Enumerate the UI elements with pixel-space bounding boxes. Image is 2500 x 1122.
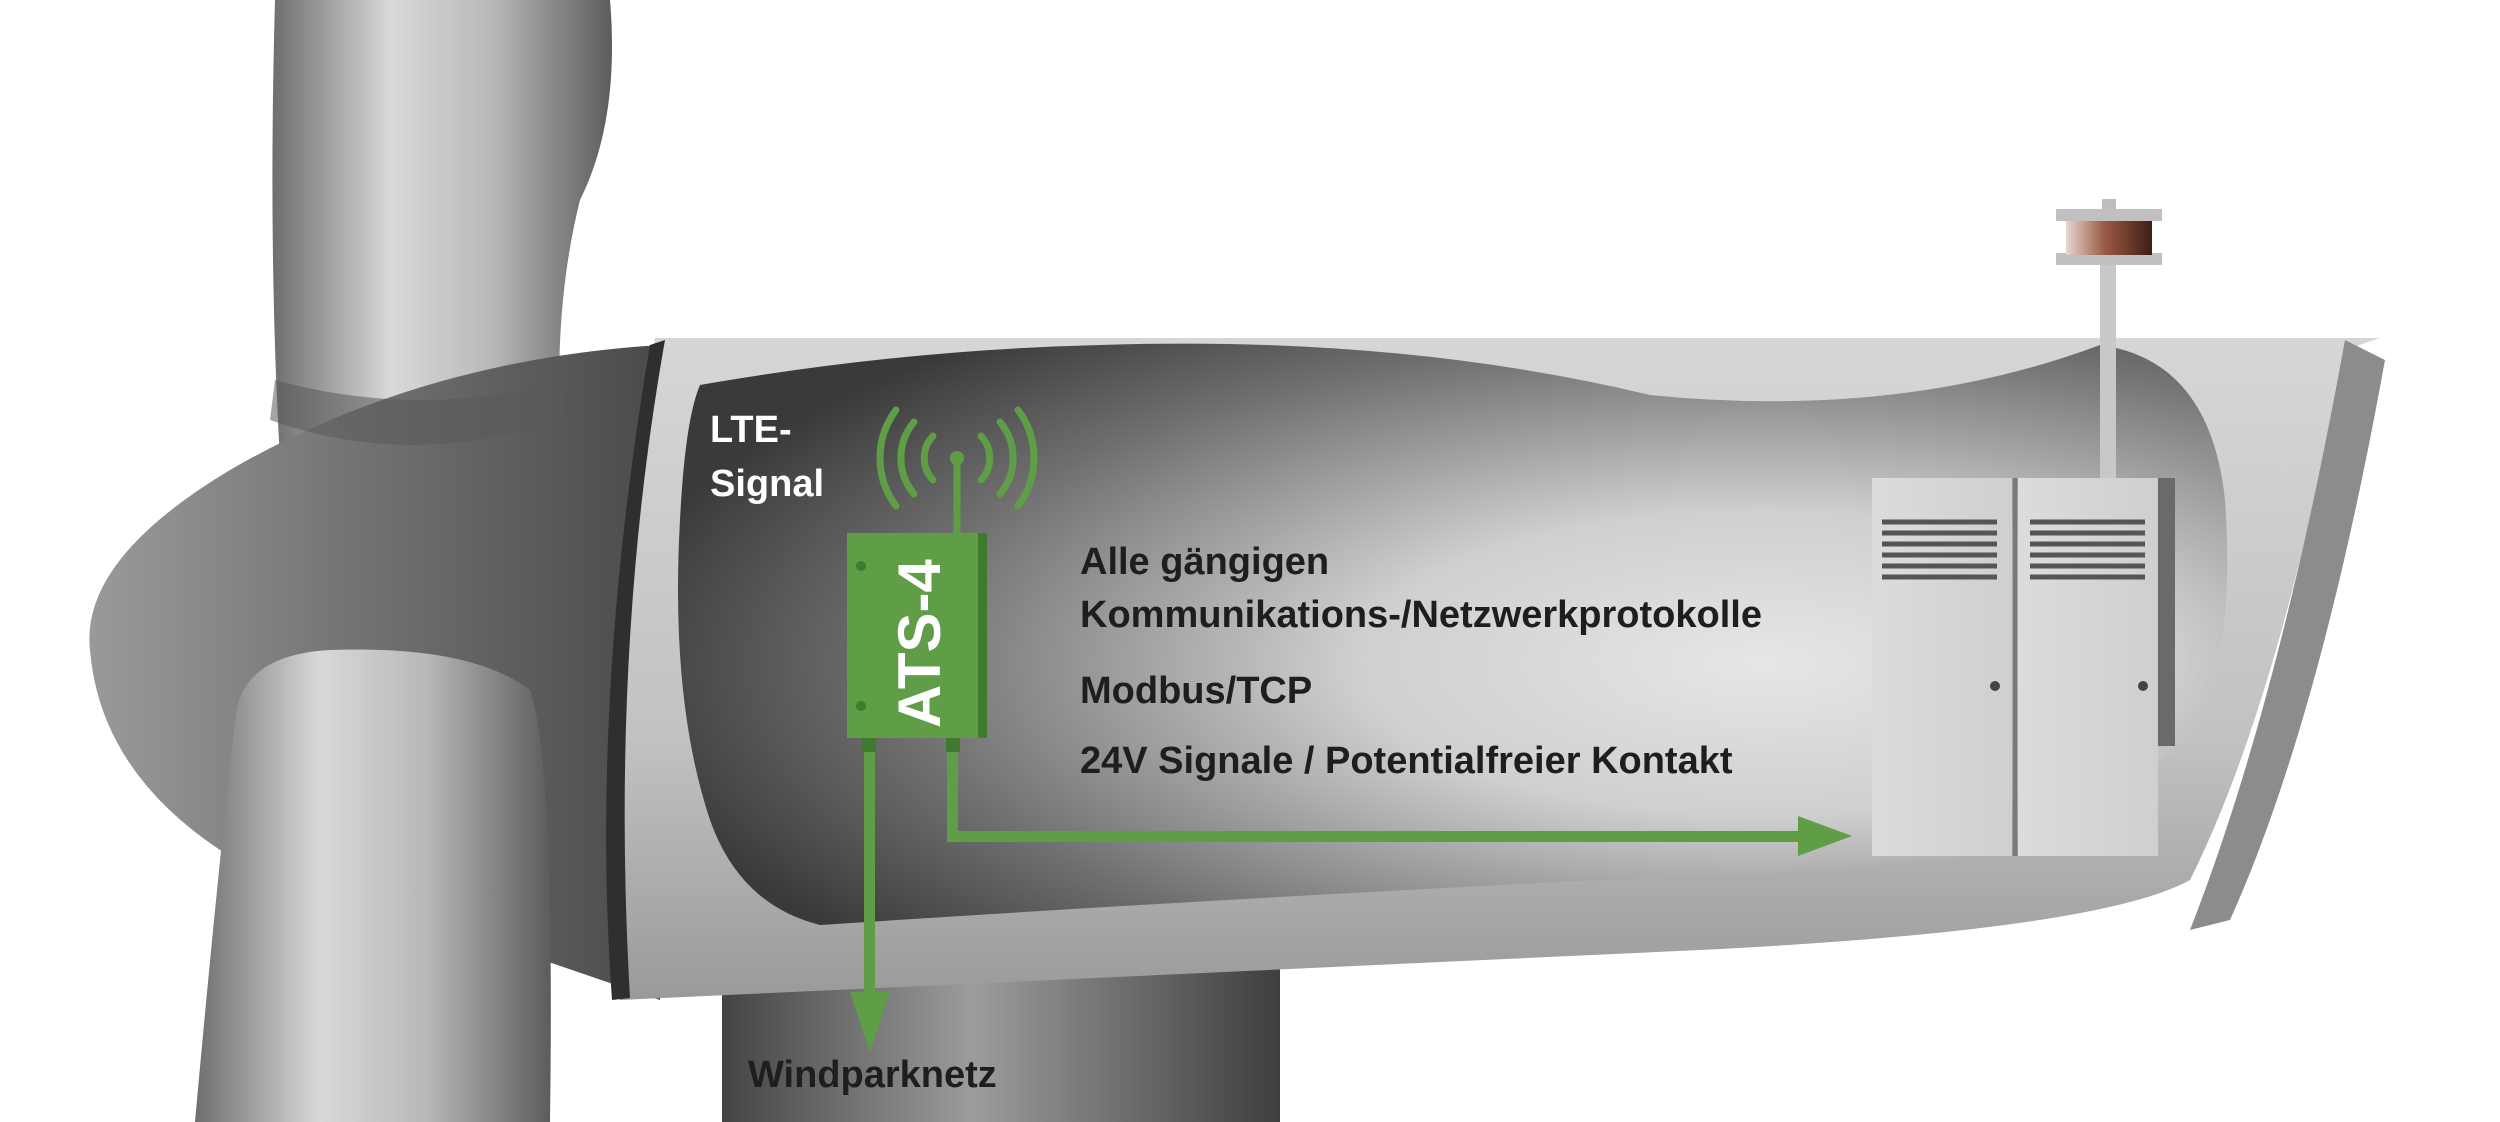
modbus-label: Modbus/TCP <box>1080 670 1312 712</box>
lte-signal-label-line1: LTE- <box>710 409 792 451</box>
lte-signal-label-line2: Signal <box>710 463 824 505</box>
ats4-device: ATS-4 <box>847 533 987 752</box>
rotor-blade-bottom <box>195 650 551 1122</box>
control-cabinets <box>1872 478 2175 856</box>
signals-label: 24V Signale / Potentialfreier Kontakt <box>1080 740 1733 782</box>
device-screw-bottom <box>856 701 866 711</box>
device-port-right <box>946 738 960 752</box>
protocols-heading-line1: Alle gängigen <box>1080 541 1329 583</box>
cabinet-handle-right <box>2138 681 2148 691</box>
device-label: ATS-4 <box>886 558 953 728</box>
arrow-right-shaft <box>947 831 1817 842</box>
arrow-down-shaft <box>864 752 875 1002</box>
device-side <box>978 533 987 738</box>
beacon-tip <box>2102 199 2116 209</box>
protocols-heading-line2: Kommunikations-/Netzwerkprotokolle <box>1080 594 1762 636</box>
windpark-network-label: Windparknetz <box>748 1054 997 1096</box>
cabinet-handle-left <box>1990 681 2000 691</box>
beacon-light <box>2066 221 2152 255</box>
device-port-left <box>862 738 876 752</box>
arrow-right-vertical <box>947 752 958 842</box>
beacon-mast <box>2100 265 2116 480</box>
device-screw-top <box>856 561 866 571</box>
beacon-cap <box>2056 209 2162 221</box>
